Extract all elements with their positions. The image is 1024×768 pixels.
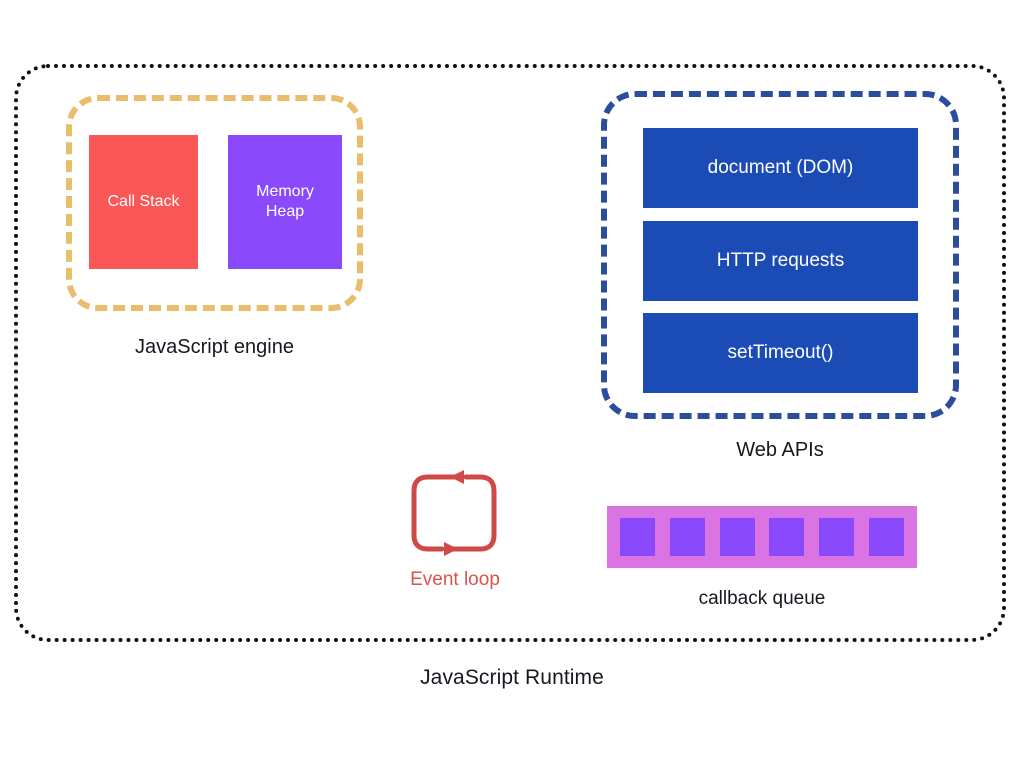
web-api-document-dom-label: document (DOM) [707,157,854,178]
event-loop-icon-wrap [404,467,504,559]
web-apis-label: Web APIs [736,439,824,461]
web-api-http-requests-box: HTTP requests [643,221,918,301]
event-loop-label: Event loop [410,569,500,590]
javascript-engine-label: JavaScript engine [135,336,294,358]
memory-heap-box: Memory Heap [228,135,342,269]
callback-queue-slot [620,518,655,556]
call-stack-label: Call Stack [107,193,180,210]
circular-loop-arrows-icon [411,470,497,556]
callback-queue-slot [719,518,755,556]
callback-queue-bar [607,506,917,568]
callback-queue-slot [669,518,705,556]
callback-queue-label: callback queue [698,588,826,609]
web-api-document-dom-box: document (DOM) [643,128,918,208]
web-api-settimeout-label: setTimeout() [727,342,834,363]
callback-queue-slot [769,518,805,556]
call-stack-box: Call Stack [89,135,198,269]
callback-queue-slot [819,518,855,556]
web-api-settimeout-box: setTimeout() [643,313,918,393]
memory-heap-label: Memory Heap [256,183,314,220]
javascript-runtime-label: JavaScript Runtime [420,666,604,689]
callback-queue-slot [868,518,904,556]
web-api-http-requests-label: HTTP requests [716,250,845,271]
